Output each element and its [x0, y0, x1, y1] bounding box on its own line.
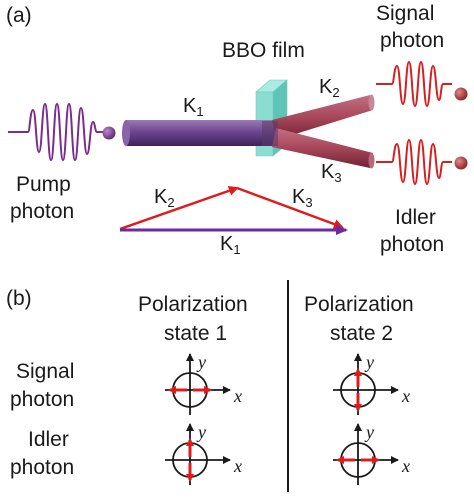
signal-wave-packet	[376, 60, 452, 108]
idler-state2-polarization: y x	[333, 422, 410, 485]
col2-header-line2: state 2	[330, 322, 393, 345]
vector-label-k2: K2	[154, 186, 175, 210]
signal-beam	[272, 94, 375, 140]
signal-label-line2: photon	[380, 29, 444, 52]
idler-photon-dot	[454, 156, 468, 170]
col1-header-line2: state 1	[164, 322, 227, 345]
col1-header-line1: Polarization	[138, 293, 248, 316]
signal-photon-dot	[454, 87, 468, 101]
svg-text:x: x	[401, 386, 410, 406]
k2-vector	[119, 185, 239, 231]
pump-label-line1: Pump	[16, 173, 71, 196]
row2-label-line2: photon	[10, 456, 74, 479]
pump-photon-dot	[102, 126, 116, 140]
svg-text:x: x	[401, 456, 410, 476]
svg-text:y: y	[196, 352, 206, 372]
beam-junction	[262, 121, 278, 146]
panel-b-label: (b)	[6, 287, 32, 310]
vector-label-k1: K1	[220, 233, 241, 257]
col2-header-line1: Polarization	[304, 293, 414, 316]
idler-label-line2: photon	[380, 233, 444, 256]
k3-vector	[236, 186, 344, 229]
svg-text:x: x	[233, 386, 242, 406]
pump-label-line2: photon	[10, 200, 74, 223]
pump-beam	[122, 120, 276, 146]
idler-label-line1: Idler	[395, 206, 436, 229]
idler-wave-packet	[376, 138, 452, 186]
row2-label-line1: Idler	[28, 428, 69, 451]
svg-text:y: y	[364, 422, 374, 442]
row1-label-line2: photon	[10, 388, 74, 411]
signal-label-line1: Signal	[376, 2, 434, 25]
idler-beam	[272, 128, 375, 169]
svg-text:x: x	[233, 456, 242, 476]
row1-label-line1: Signal	[16, 360, 74, 383]
idler-state1-polarization: y x	[165, 422, 242, 485]
svg-text:y: y	[196, 422, 206, 442]
pump-wave-packet	[8, 102, 104, 162]
beam-label-k3: K3	[321, 161, 342, 185]
svg-text:y: y	[364, 352, 374, 372]
signal-state1-polarization: y x	[165, 352, 242, 415]
panel-a-label: (a)	[6, 4, 32, 27]
film-label: BBO film	[222, 39, 305, 62]
beam-label-k1: K1	[183, 95, 204, 119]
beam-label-k2: K2	[319, 76, 340, 100]
vector-label-k3: K3	[292, 186, 313, 210]
signal-state2-polarization: y x	[333, 352, 410, 415]
